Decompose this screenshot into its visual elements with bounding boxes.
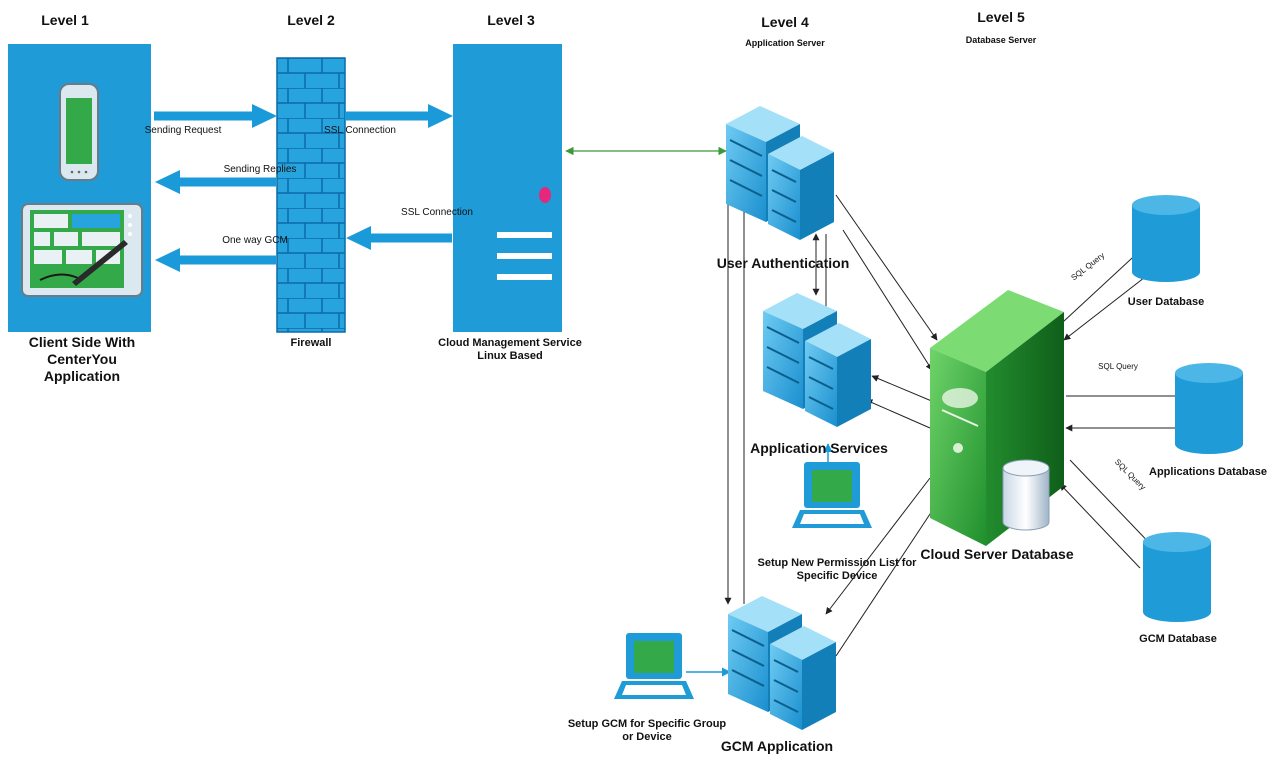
cloud-server-database-icon xyxy=(930,290,1064,546)
user-database-icon xyxy=(1132,195,1200,282)
user-auth-server-icon xyxy=(726,106,834,240)
client-label: Client Side With CenterYou Application xyxy=(4,334,160,384)
client-label-line-3: Application xyxy=(43,367,121,384)
one-way-gcm-arrow xyxy=(155,248,276,272)
gcm-app-server-icon xyxy=(728,596,836,730)
gcm-laptop-icon xyxy=(614,633,694,699)
tablet-icon xyxy=(21,203,143,297)
level-4-subtitle: Application Server xyxy=(745,38,825,48)
app-services-label: Application Services xyxy=(750,440,888,456)
sql-gcm-return xyxy=(1059,483,1141,569)
services-db-line xyxy=(871,375,935,403)
firewall-label: Firewall xyxy=(290,337,332,349)
ssl-arrow-from-cloud xyxy=(346,226,452,250)
one-way-gcm-label: One way GCM xyxy=(222,235,288,246)
client-panel xyxy=(8,44,151,332)
gcm-setup-label-line-1: Setup GCM for Specific Group xyxy=(567,718,727,730)
ssl-connection-label-2: SSL Connection xyxy=(401,207,473,218)
gcm-setup-label: Setup GCM for Specific Group or Device xyxy=(557,718,737,744)
gcm-setup-label-line-2: or Device xyxy=(622,731,672,744)
permission-laptop-icon xyxy=(792,462,872,528)
sql-gcm-line xyxy=(1069,459,1159,553)
permission-label: Setup New Permission List for Specific D… xyxy=(742,557,932,583)
level-5-subtitle: Database Server xyxy=(965,35,1037,45)
apps-db-label: Applications Database xyxy=(1149,466,1267,478)
auth-to-db-line-2 xyxy=(842,229,933,371)
level-3-title: Level 3 xyxy=(487,12,535,28)
db-services-line xyxy=(865,399,931,429)
sending-request-label: Sending Request xyxy=(144,125,222,136)
status-light-icon xyxy=(539,187,551,203)
applications-database-icon xyxy=(1175,363,1243,454)
level-4-title: Level 4 xyxy=(761,14,809,30)
level-1-title: Level 1 xyxy=(41,12,89,28)
sql-query-label-2: SQL Query xyxy=(1098,362,1138,371)
ssl-arrow-to-cloud xyxy=(345,104,453,128)
db-to-gcm-line xyxy=(825,477,931,615)
app-services-server-icon xyxy=(763,293,871,427)
cloud-db-label: Cloud Server Database xyxy=(920,546,1074,562)
user-db-label: User Database xyxy=(1127,296,1205,308)
cloud-management-server xyxy=(453,44,562,332)
sql-user-line xyxy=(1049,246,1145,335)
permission-label-line-1: Setup New Permission List for xyxy=(757,557,917,569)
user-auth-label: User Authentication xyxy=(716,255,850,271)
cloud-db-cylinder-icon xyxy=(1002,459,1050,531)
cloud-mgmt-label-line-2: Linux Based xyxy=(477,350,543,363)
cloud-mgmt-label-line-1: Cloud Management Service xyxy=(438,337,582,349)
sending-replies-arrow xyxy=(155,170,276,194)
gcm-app-label: GCM Application xyxy=(720,738,834,754)
cloud-mgmt-label: Cloud Management Service Linux Based xyxy=(420,337,600,363)
gcm-to-db-line xyxy=(835,504,937,657)
smartphone-icon xyxy=(59,83,99,181)
gcm-db-label: GCM Database xyxy=(1139,633,1217,645)
firewall-icon xyxy=(276,57,346,333)
sending-request-arrow xyxy=(154,104,277,128)
sending-replies-label: Sending Replies xyxy=(223,164,297,175)
blue-arrows xyxy=(154,104,453,272)
level-2-title: Level 2 xyxy=(287,12,335,28)
gcm-database-icon xyxy=(1143,532,1211,622)
permission-label-line-2: Specific Device xyxy=(796,570,878,583)
ssl-connection-label-1: SSL Connection xyxy=(324,125,396,136)
level-5-title: Level 5 xyxy=(977,9,1025,25)
client-label-line-2: CenterYou xyxy=(47,350,117,367)
auth-to-db-line xyxy=(835,194,938,341)
client-label-line-1: Client Side With xyxy=(28,334,136,350)
